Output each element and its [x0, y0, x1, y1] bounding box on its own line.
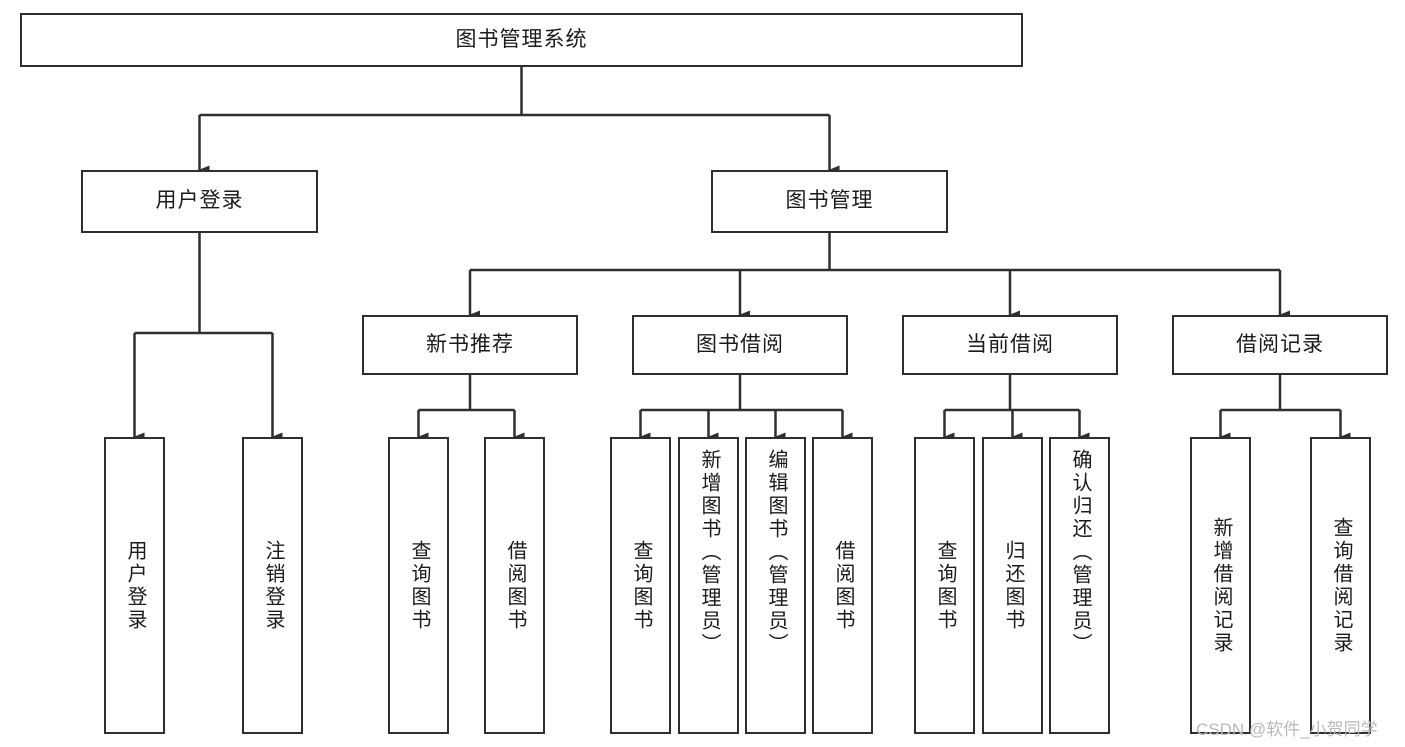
- node-new-book-rec[interactable]: 新书推荐: [362, 315, 578, 375]
- node-leaf-add-book[interactable]: 新增图书（管理员）: [678, 437, 739, 734]
- node-root-label: 图书管理系统: [455, 27, 588, 51]
- node-current-borrow[interactable]: 当前借阅: [902, 315, 1118, 375]
- node-leaf-logout[interactable]: 注销登录: [242, 437, 303, 734]
- node-leaf-borrow-book-rec[interactable]: 借阅图书: [484, 437, 545, 734]
- node-book-borrow-label: 图书借阅: [696, 332, 784, 356]
- node-leaf-query-book-current-label: 查询图书: [934, 539, 956, 632]
- node-leaf-add-borrow-record[interactable]: 新增借阅记录: [1190, 437, 1251, 734]
- node-leaf-query-book-current[interactable]: 查询图书: [914, 437, 975, 734]
- node-leaf-edit-book[interactable]: 编辑图书（管理员）: [745, 437, 806, 734]
- node-leaf-query-borrow-record[interactable]: 查询借阅记录: [1310, 437, 1371, 734]
- node-leaf-logout-label: 注销登录: [262, 539, 284, 632]
- node-book-admin[interactable]: 图书管理: [711, 170, 948, 233]
- node-leaf-return-book[interactable]: 归还图书: [982, 437, 1043, 734]
- node-leaf-edit-book-label: 编辑图书（管理员）: [765, 449, 787, 656]
- node-borrow-record[interactable]: 借阅记录: [1172, 315, 1388, 375]
- node-leaf-query-book-borrow[interactable]: 查询图书: [610, 437, 671, 734]
- node-leaf-query-book-rec-label: 查询图书: [408, 539, 430, 632]
- node-leaf-confirm-return[interactable]: 确认归还（管理员）: [1049, 437, 1110, 734]
- node-new-book-rec-label: 新书推荐: [426, 332, 514, 356]
- node-book-admin-label: 图书管理: [785, 189, 874, 213]
- node-current-borrow-label: 当前借阅: [966, 332, 1054, 356]
- node-user-login-label: 用户登录: [155, 189, 244, 213]
- node-leaf-query-book-rec[interactable]: 查询图书: [388, 437, 449, 734]
- node-user-login[interactable]: 用户登录: [81, 170, 318, 233]
- node-leaf-borrow-book-rec-label: 借阅图书: [504, 539, 526, 632]
- node-leaf-user-login-label: 用户登录: [124, 539, 146, 632]
- node-leaf-confirm-return-label: 确认归还（管理员）: [1069, 449, 1091, 656]
- node-leaf-borrow-book-label: 借阅图书: [832, 539, 854, 632]
- node-leaf-add-book-label: 新增图书（管理员）: [698, 449, 720, 656]
- node-leaf-user-login[interactable]: 用户登录: [104, 437, 165, 734]
- node-leaf-add-borrow-record-label: 新增借阅记录: [1210, 516, 1232, 655]
- watermark: CSDN @软件_小贺同学: [1196, 720, 1378, 739]
- node-root[interactable]: 图书管理系统: [20, 13, 1023, 67]
- node-leaf-query-borrow-record-label: 查询借阅记录: [1330, 516, 1352, 655]
- node-book-borrow[interactable]: 图书借阅: [632, 315, 848, 375]
- node-leaf-query-book-borrow-label: 查询图书: [630, 539, 652, 632]
- node-leaf-borrow-book[interactable]: 借阅图书: [812, 437, 873, 734]
- node-borrow-record-label: 借阅记录: [1236, 332, 1324, 356]
- node-leaf-return-book-label: 归还图书: [1002, 539, 1024, 632]
